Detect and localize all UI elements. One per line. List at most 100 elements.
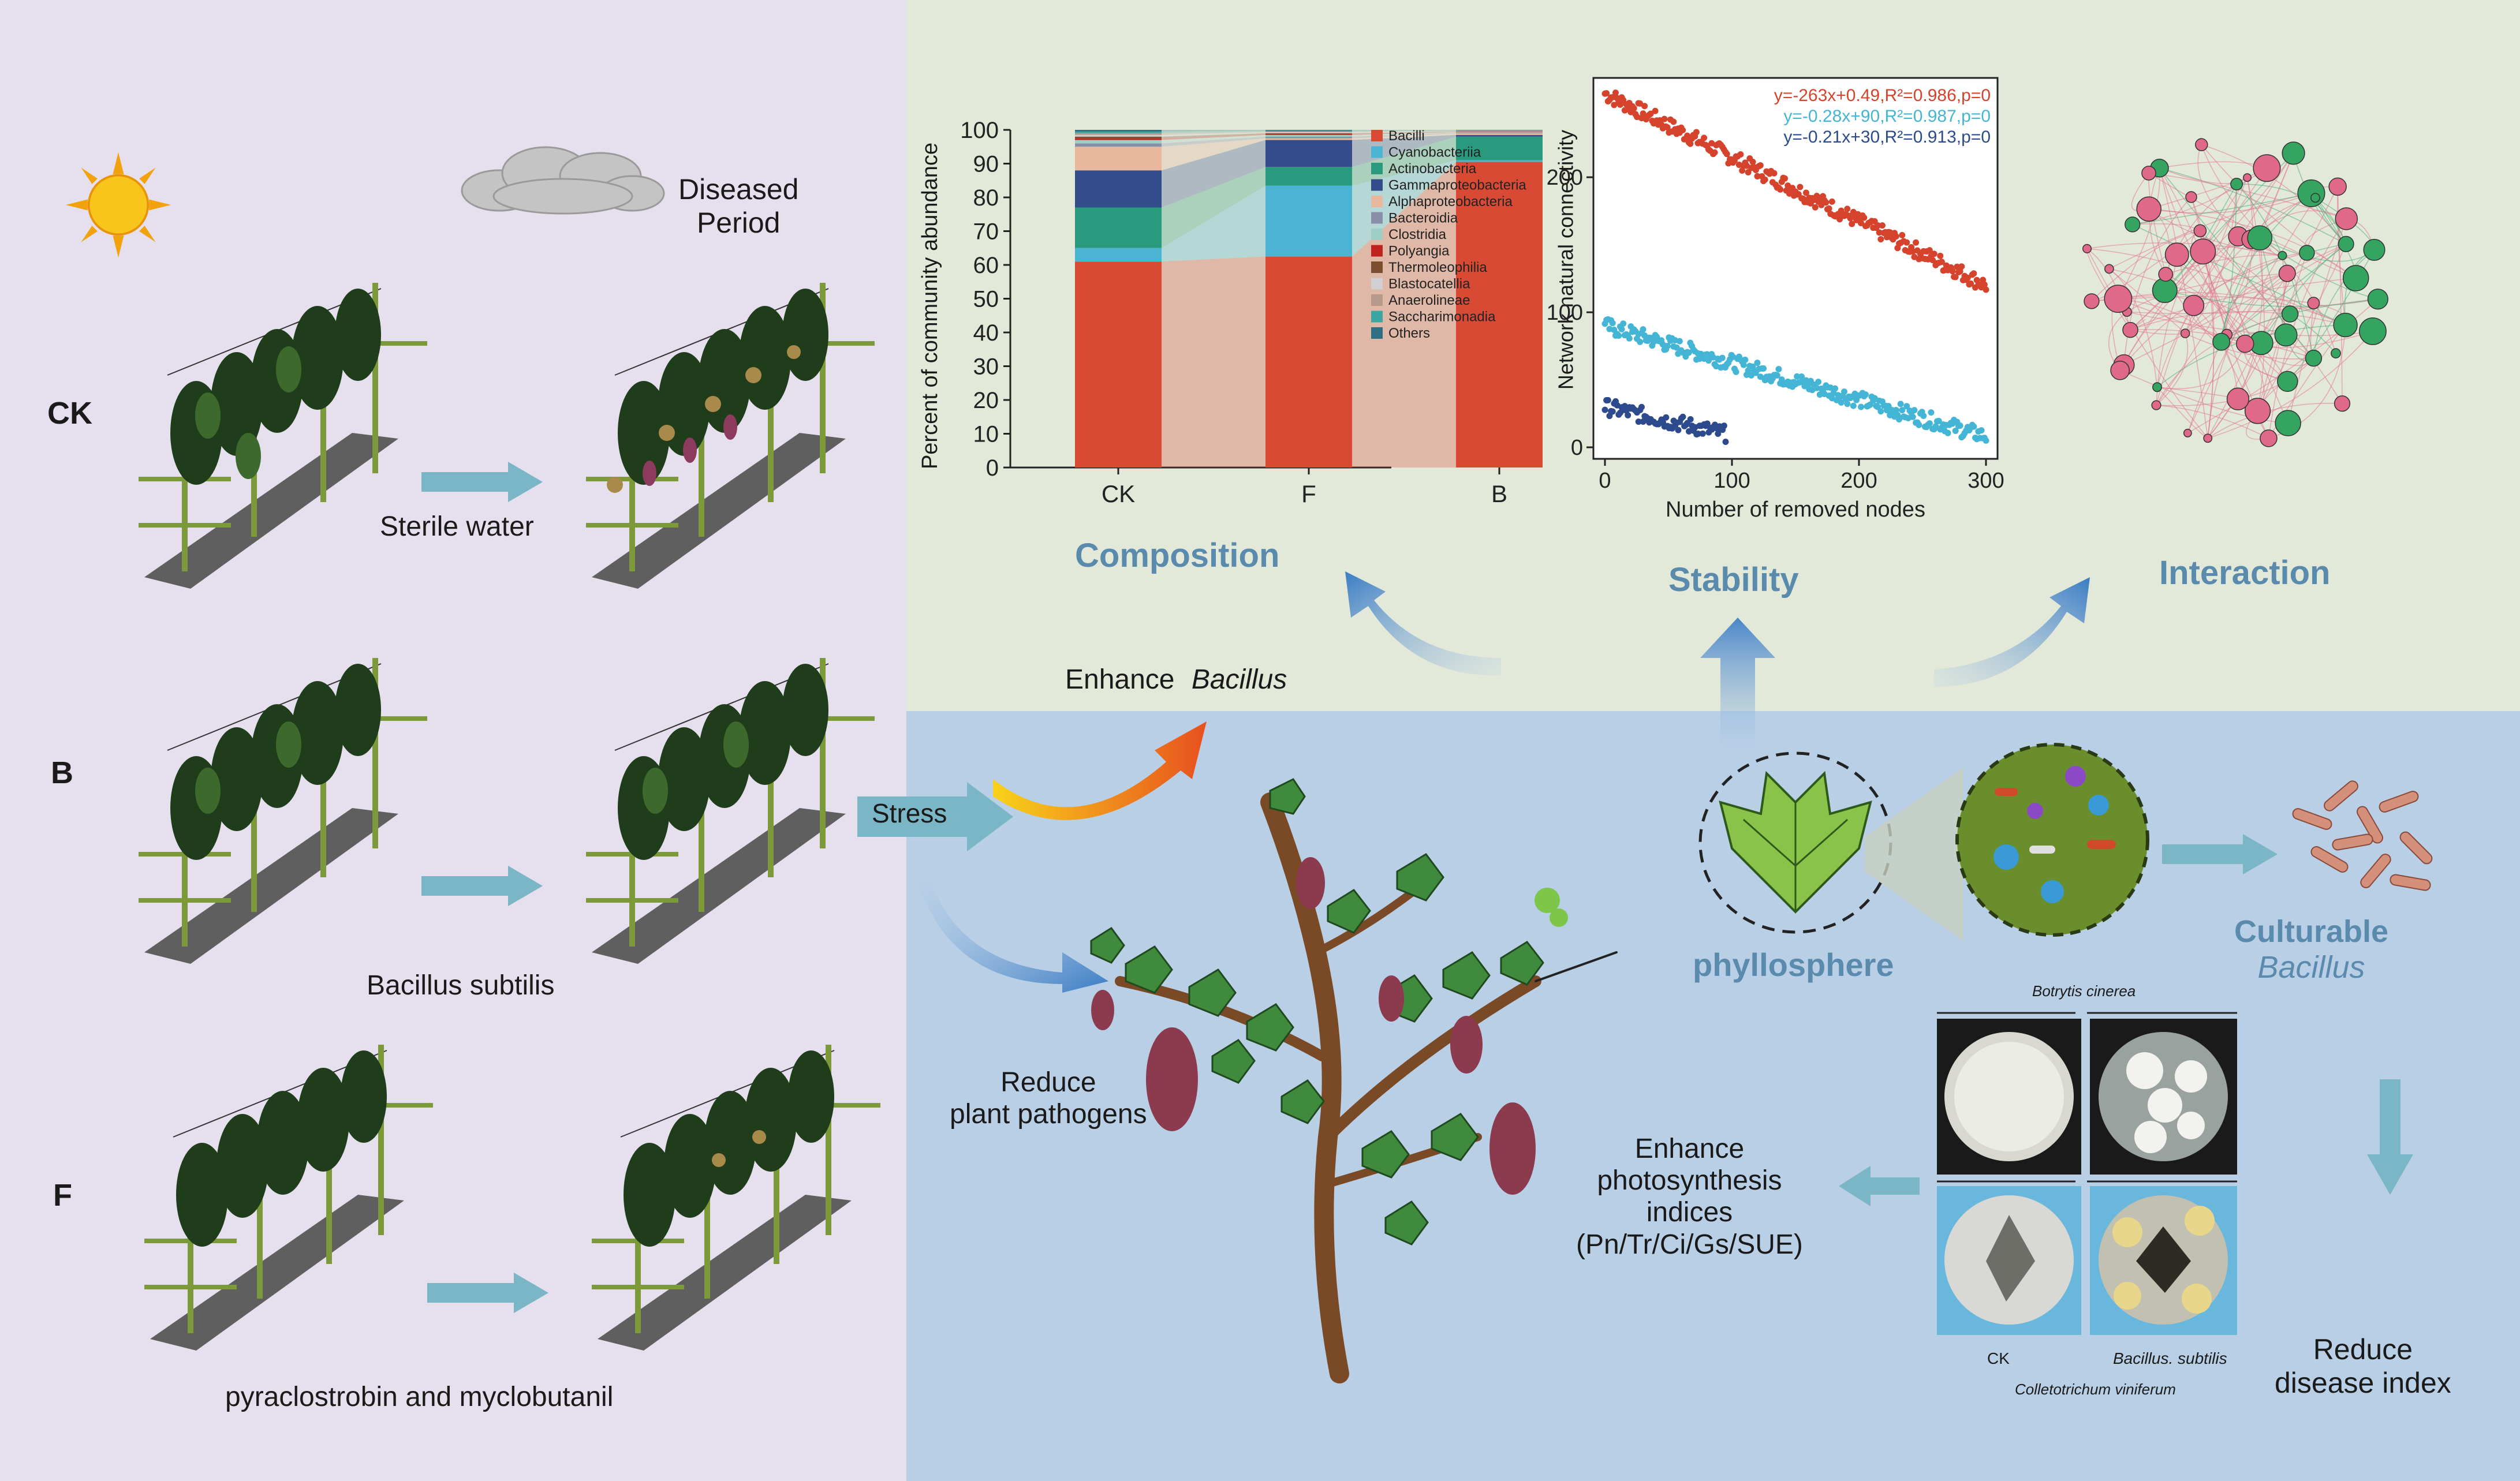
scatter-point xyxy=(1640,418,1647,425)
network-edge xyxy=(2086,248,2208,439)
bar-segment xyxy=(1456,130,1543,131)
scatter-point xyxy=(1929,257,1936,264)
scatter-point xyxy=(1957,268,1963,275)
network-edge xyxy=(2207,272,2288,439)
scatter-point xyxy=(1838,399,1845,406)
legend-label: Cyanobacteriia xyxy=(1388,145,1481,160)
scatter-point xyxy=(1774,372,1780,379)
scatter-point xyxy=(1802,189,1809,196)
scatter-point xyxy=(1626,335,1633,342)
network-edge xyxy=(2187,153,2294,433)
network-edge xyxy=(2132,193,2312,225)
flow-band xyxy=(1352,134,1456,167)
network-node xyxy=(2338,235,2354,252)
scatter-point xyxy=(1638,403,1645,410)
legend-label: Saccharimonadia xyxy=(1388,309,1496,325)
photosynthesis-line4: (Pn/Tr/Ci/Gs/SUE) xyxy=(1576,1229,1803,1260)
y-tick-label: 50 xyxy=(973,287,999,312)
scatter-point xyxy=(1797,184,1804,190)
network-edge xyxy=(2261,244,2347,343)
scatter-point xyxy=(1687,416,1694,422)
scatter-point xyxy=(1757,162,1764,169)
network-edge xyxy=(2197,144,2239,237)
network-edge xyxy=(2187,298,2379,434)
legend-swatch xyxy=(1371,278,1383,290)
scatter-point xyxy=(1694,430,1701,437)
right-teal-arrow xyxy=(2162,834,2278,874)
photosynthesis-line3: indices xyxy=(1646,1197,1733,1228)
network-edge xyxy=(2165,254,2283,275)
scatter-point xyxy=(1981,281,1988,288)
plate-bs-label: Bacillus. subtilis xyxy=(2113,1349,2227,1367)
flow-band xyxy=(1162,131,1265,135)
network-edge xyxy=(2123,252,2308,365)
scatter-point xyxy=(1858,219,1865,226)
network-node xyxy=(2331,348,2341,358)
y-tick-label: 40 xyxy=(973,320,999,346)
bar-segment xyxy=(1265,132,1352,133)
scatter-point xyxy=(1937,252,1944,259)
scatter-point xyxy=(1630,105,1637,112)
scatter-point xyxy=(1711,149,1718,156)
scatter-point xyxy=(1777,186,1784,193)
scatter-point xyxy=(1616,101,1623,108)
scatter-point xyxy=(1647,110,1654,117)
legend-label: Others xyxy=(1388,326,1430,341)
legend-swatch xyxy=(1371,130,1383,141)
network-node xyxy=(2084,293,2100,309)
scatter-point xyxy=(1970,423,1977,430)
network-node xyxy=(2203,433,2213,443)
scatter-point xyxy=(1952,427,1959,434)
plot-frame xyxy=(1592,77,1999,460)
network-edge xyxy=(2127,298,2378,315)
scatter-point xyxy=(1899,407,1906,414)
regression-label: y=-0.21x+30,R²=0.913,p=0 xyxy=(1783,128,1991,147)
scatter-point xyxy=(1958,263,1965,270)
scatter-point xyxy=(1875,222,1881,229)
scatter-point xyxy=(1604,397,1611,403)
bar-segment xyxy=(1456,131,1543,132)
network-edge xyxy=(2159,168,2209,439)
network-edge xyxy=(2207,331,2373,439)
network-edge xyxy=(2185,244,2347,334)
legend-swatch xyxy=(1371,163,1383,174)
scatter-point xyxy=(1740,361,1747,368)
network-node xyxy=(2151,400,2161,410)
network-edge xyxy=(2220,255,2283,342)
bar-segment xyxy=(1075,207,1162,248)
scatter-point xyxy=(1615,332,1622,339)
scatter-point xyxy=(1828,198,1835,205)
legend-label: Anaerolineae xyxy=(1388,293,1470,308)
network-node xyxy=(2297,179,2325,207)
row-label-f: F xyxy=(53,1178,72,1213)
x-tick-label: 300 xyxy=(1968,469,2004,493)
regression-label: y=-0.28x+90,R²=0.987,p=0 xyxy=(1783,107,1991,126)
scatter-point xyxy=(1754,173,1761,179)
network-node xyxy=(2281,305,2299,323)
arrow-b xyxy=(421,866,543,906)
network-edge xyxy=(2157,386,2238,400)
bar-segment xyxy=(1265,140,1352,167)
network-edge xyxy=(2119,251,2204,371)
network-edge xyxy=(2156,405,2269,439)
scatter-point xyxy=(1825,205,1832,212)
flow-band xyxy=(1162,167,1265,248)
bar-segment xyxy=(1075,147,1162,171)
scatter-point xyxy=(1687,140,1694,147)
y-tick-label: 100 xyxy=(960,118,999,143)
x-tick-label: CK xyxy=(1102,480,1135,507)
left-arrow-photosynthesis xyxy=(1839,1166,1920,1206)
network-edge xyxy=(2156,358,2314,406)
caption-f: pyraclostrobin and myclobutanil xyxy=(225,1382,614,1412)
zoom-wedge xyxy=(1865,768,1963,941)
bar-segment xyxy=(1075,131,1162,133)
bar-segment xyxy=(1075,134,1162,137)
arrow-ck xyxy=(421,462,543,502)
network-node xyxy=(2247,225,2273,251)
scatter-point xyxy=(1964,274,1971,281)
bar-segment xyxy=(1075,133,1162,135)
scatter-point xyxy=(1640,110,1647,117)
scatter-point xyxy=(1932,423,1939,430)
network-edge xyxy=(2159,168,2246,345)
